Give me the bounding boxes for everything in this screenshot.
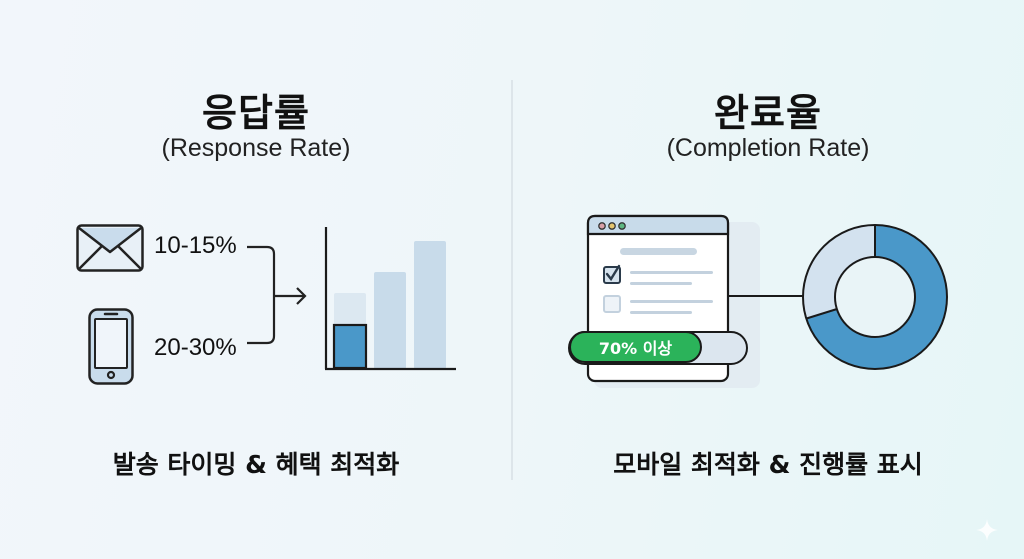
response-rate-title: 응답률 [202,91,310,135]
completion-rate-subtitle: (Completion Rate) [666,134,870,162]
completion-donut-chart [802,224,948,370]
smartphone-icon [88,308,134,385]
mobile-rate: 20-30% [154,334,237,361]
bar-1-highlight [332,323,368,370]
sparkle-icon [976,519,998,541]
response-rate-subtitle: (Response Rate) [161,134,351,162]
connector-line [728,295,808,297]
envelope-icon [76,224,144,272]
response-rate-panel: 응답률 (Response Rate) 10-15% 20-30% 발송 타이밍… [76,91,456,479]
unchecked-checkbox [603,295,621,313]
completion-rate-title: 완료율 [714,91,822,135]
bar-2 [374,272,406,369]
window-minimize-dot [608,222,616,230]
panel-divider [511,80,513,480]
progress-fill-badge: 70% 이상 [569,331,702,363]
bar-3 [414,241,446,369]
window-maximize-dot [618,222,626,230]
email-rate: 10-15% [154,232,237,259]
completion-rate-panel: 완료율 (Completion Rate) 모바일 최적화 & 진행률 표시 [512,0,1024,559]
completion-rate-caption: 모바일 최적화 & 진행률 표시 [613,450,923,479]
window-close-dot [598,222,606,230]
merge-arrow-connector [247,245,307,345]
response-rate-caption: 발송 타이밍 & 혜택 최적화 [112,450,400,479]
response-bar-chart [324,227,456,371]
